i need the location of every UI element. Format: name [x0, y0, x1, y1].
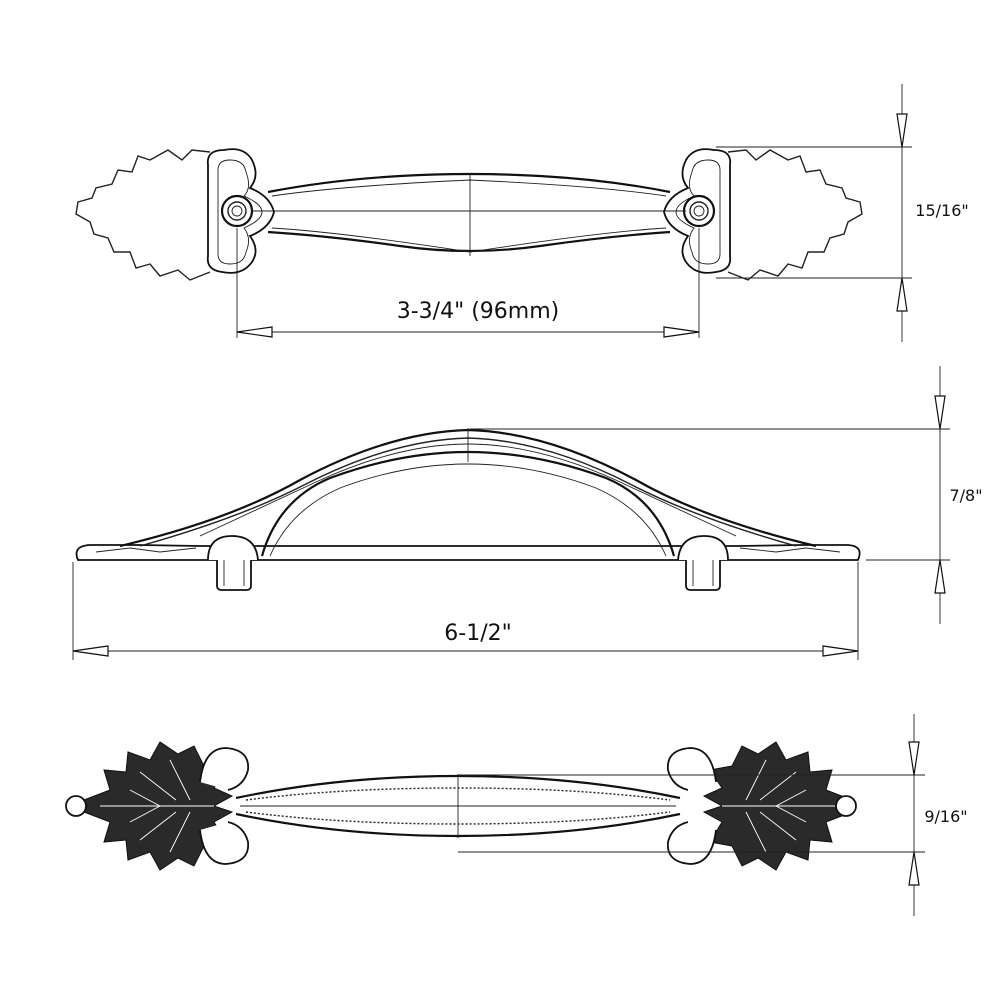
bottom-view-left-leaf-veins: [100, 759, 214, 853]
overall-length-arrow-right: [822, 645, 859, 657]
projection-label: 7/8": [949, 486, 982, 505]
bottom-view-right-end-knob: [835, 795, 857, 817]
top-view-left-screw-hole-core: [231, 205, 243, 217]
side-view-left-knob: [207, 535, 259, 561]
side-view: 7/8" 6-1/2": [72, 366, 983, 660]
top-height-label: 15/16": [915, 201, 968, 220]
bottom-view: 9/16": [65, 714, 968, 916]
bottom-view-left-scroll-top: [199, 747, 249, 791]
top-view-left-leaf: [75, 149, 211, 281]
top-view-right-leaf: [727, 149, 863, 281]
bottom-view-right-scroll-top: [667, 747, 717, 791]
bottom-width-label: 9/16": [924, 807, 967, 826]
top-view-left-mount: [206, 148, 275, 274]
bottom-view-left-end-knob: [65, 795, 87, 817]
bottom-view-left-scroll-bottom: [199, 821, 249, 865]
top-height-arrow-top: [896, 113, 908, 148]
projection-arrow-bottom: [934, 559, 946, 594]
top-view: 3-3/4" (96mm) 15/16": [75, 84, 969, 342]
top-view-left-screw-hole-inner: [227, 201, 247, 221]
side-view-right-knob: [677, 535, 729, 561]
top-view-left-mount-inner: [217, 159, 263, 265]
side-view-base: [75, 544, 861, 561]
top-view-right-mount: [663, 148, 732, 274]
overall-length-label: 6-1/2": [444, 621, 511, 646]
bottom-view-right-scroll-bottom: [667, 821, 717, 865]
top-view-handle-edge-lower: [271, 227, 667, 253]
top-view-right-mount-inner: [675, 159, 721, 265]
top-height-arrow-bottom: [896, 277, 908, 312]
side-view-base-texture: [95, 547, 841, 553]
top-view-handle-body-lower: [267, 230, 671, 253]
top-view-right-screw-hole-inner: [689, 201, 709, 221]
hole-spacing-arrow-left: [236, 326, 273, 338]
bottom-width-arrow-bottom: [908, 851, 920, 886]
overall-length-arrow-left: [72, 645, 109, 657]
side-view-arch-inner-edge: [269, 463, 667, 557]
hole-spacing-label: 3-3/4" (96mm): [397, 299, 559, 324]
bottom-width-arrow-top: [908, 741, 920, 776]
bottom-view-right-leaf-veins: [722, 759, 836, 853]
hole-spacing-arrow-right: [663, 326, 700, 338]
projection-arrow-top: [934, 395, 946, 430]
top-view-right-screw-hole-core: [693, 205, 705, 217]
